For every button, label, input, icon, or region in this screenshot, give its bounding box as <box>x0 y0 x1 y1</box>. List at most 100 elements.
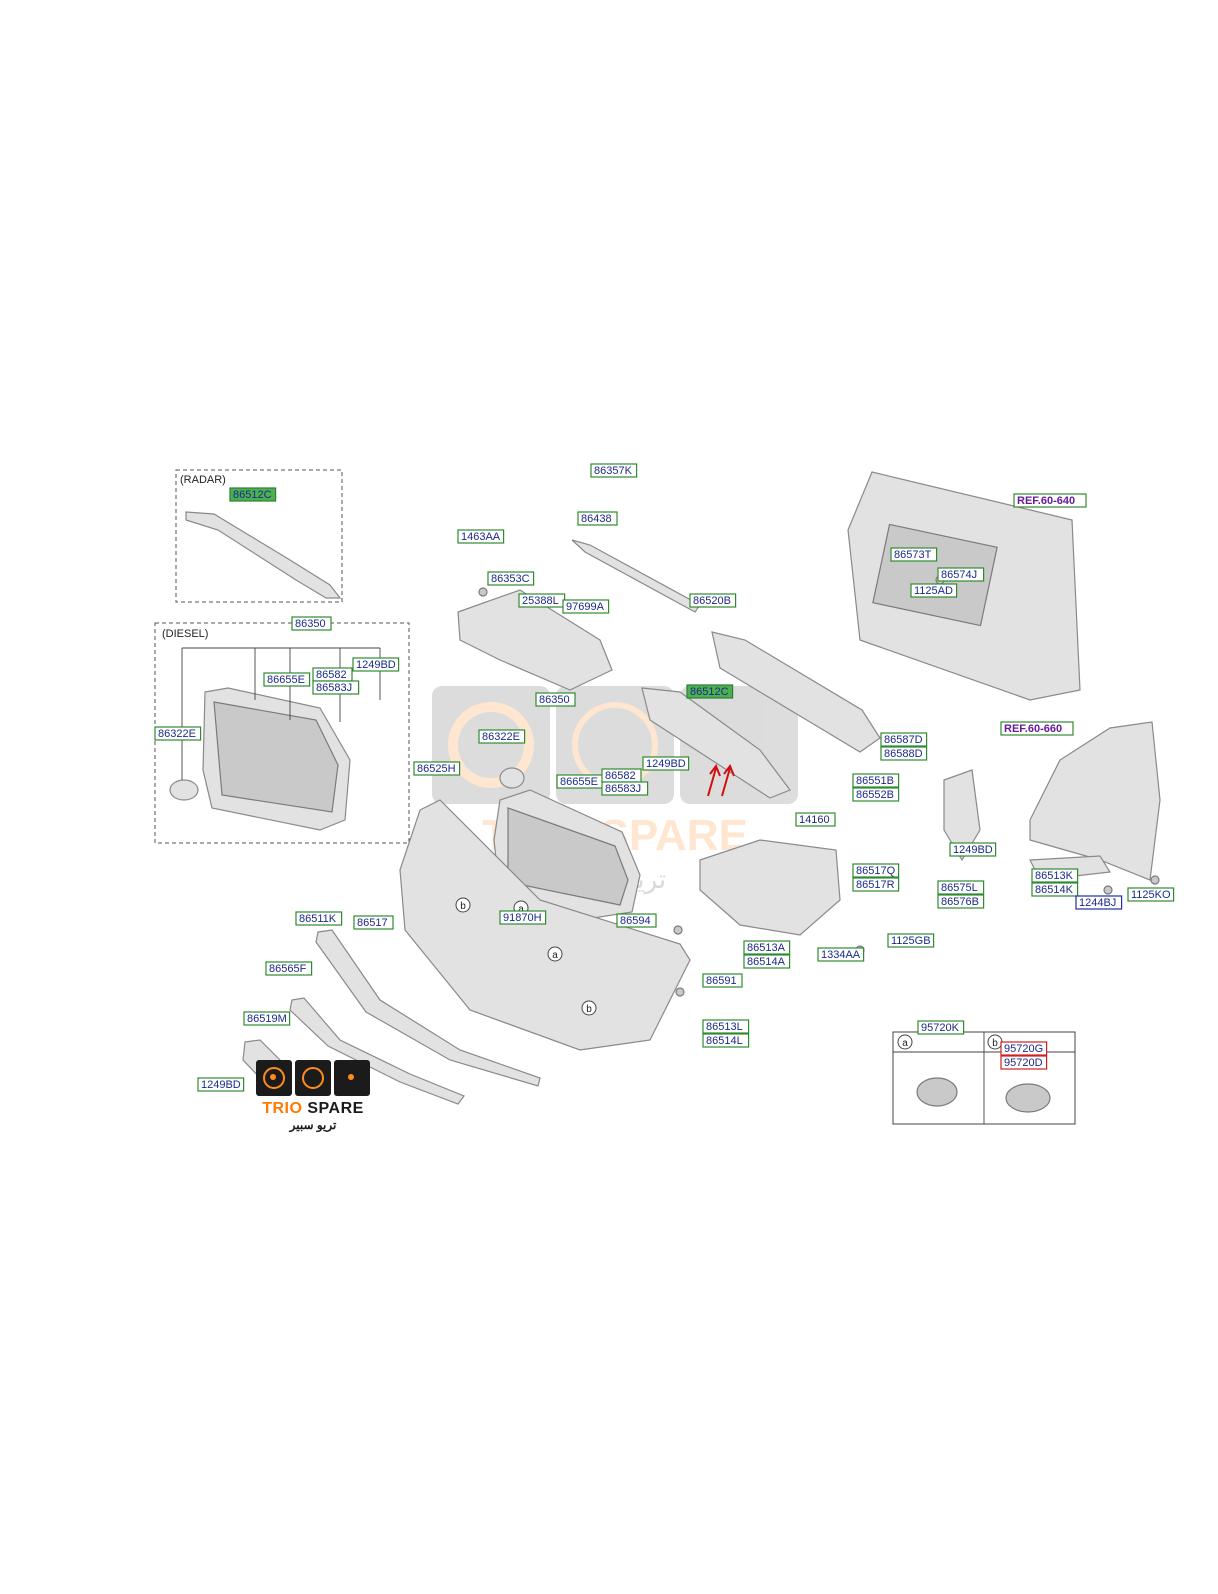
part-label-1334aa[interactable]: 1334AA <box>817 947 865 962</box>
part-label-box <box>577 511 618 526</box>
part-number: 95720D <box>1004 1057 1043 1069</box>
seal-strip <box>571 539 701 613</box>
part-label-box <box>880 746 928 761</box>
part-number: 95720G <box>1004 1043 1043 1055</box>
part-label-box <box>413 761 461 776</box>
svg-text:b: b <box>460 901 466 912</box>
part-label-box <box>1127 887 1175 902</box>
bumper-fascia <box>399 799 691 1051</box>
part-label-1125gb[interactable]: 1125GB <box>887 933 935 948</box>
part-number: 1125AD <box>914 585 953 597</box>
part-label-box <box>890 547 938 562</box>
part-label-box <box>562 599 610 614</box>
part-label-1249bd[interactable]: 1249BD <box>642 756 690 771</box>
part-label-box <box>457 529 505 544</box>
skid-plate <box>289 997 465 1105</box>
part-number: 86513A <box>747 942 786 954</box>
svg-text:a: a <box>552 950 558 961</box>
part-number: 86525H <box>417 763 456 775</box>
part-label-1463aa[interactable]: 1463AA <box>457 529 505 544</box>
part-label-86583j_diesel[interactable]: 86583J <box>312 680 360 695</box>
logo-tile-gauge-icon <box>295 1060 331 1096</box>
part-label-1125ko[interactable]: 1125KO <box>1127 887 1175 902</box>
part-label-86511k[interactable]: 86511K <box>295 911 343 926</box>
part-label-box <box>910 583 958 598</box>
part-label-86350[interactable]: 86350 <box>535 692 576 707</box>
part-label-86576b[interactable]: 86576B <box>937 894 985 909</box>
part-number: 86514K <box>1035 884 1074 896</box>
part-label-97699a[interactable]: 97699A <box>562 599 610 614</box>
part-label-1249bd_r[interactable]: 1249BD <box>949 842 997 857</box>
part-label-86575l[interactable]: 86575L <box>937 880 985 895</box>
part-label-86513k[interactable]: 86513K <box>1031 868 1079 883</box>
part-number: REF.60-640 <box>1017 495 1075 507</box>
part-number: 86575L <box>941 882 978 894</box>
part-label-box <box>487 571 535 586</box>
part-number: 86519M <box>247 1013 287 1025</box>
tag-a-2 <box>547 946 563 962</box>
part-label-box <box>1000 1041 1048 1056</box>
part-label-86574j[interactable]: 86574J <box>937 567 985 582</box>
part-number: 86511K <box>299 913 337 925</box>
part-label-95720g[interactable]: 95720G <box>1000 1041 1048 1056</box>
part-label-box <box>887 933 935 948</box>
part-label-1249bd_bl[interactable]: 1249BD <box>197 1077 245 1092</box>
part-label-86519m[interactable]: 86519M <box>243 1011 291 1026</box>
part-label-86587d[interactable]: 86587D <box>880 732 928 747</box>
part-label-1249bd_diesel[interactable]: 1249BD <box>352 657 400 672</box>
part-label-86322e[interactable]: 86322E <box>478 729 526 744</box>
part-label-86517[interactable]: 86517 <box>353 915 394 930</box>
clip-1463aa <box>478 587 488 597</box>
center-bracket <box>641 687 791 799</box>
part-label-86565f[interactable]: 86565F <box>265 961 313 976</box>
part-label-86512c_radar[interactable]: 86512C <box>229 487 277 502</box>
part-label-86582[interactable]: 86582 <box>601 768 642 783</box>
part-number: 86353C <box>491 573 530 585</box>
logo-tile-speaker-icon <box>256 1060 292 1096</box>
part-label-86512c[interactable]: 86512C <box>686 684 734 699</box>
part-number: 86350 <box>295 618 326 630</box>
part-label-86350_diesel[interactable]: 86350 <box>291 616 332 631</box>
main-emblem <box>499 767 525 789</box>
part-label-1125ad[interactable]: 1125AD <box>910 583 958 598</box>
part-label-86322e_diesel[interactable]: 86322E <box>154 726 202 741</box>
part-label-86582_diesel[interactable]: 86582 <box>312 667 353 682</box>
part-label-86438[interactable]: 86438 <box>577 511 618 526</box>
part-label-86551b[interactable]: 86551B <box>852 773 900 788</box>
part-label-95720k[interactable]: 95720K <box>917 1020 965 1035</box>
part-label-86517r[interactable]: 86517R <box>852 877 900 892</box>
part-number: 97699A <box>566 601 605 613</box>
part-label-86525h[interactable]: 86525H <box>413 761 461 776</box>
part-number: 1125KO <box>1131 889 1171 901</box>
part-label-box <box>795 812 836 827</box>
part-label-86552b[interactable]: 86552B <box>852 787 900 802</box>
part-label-86513a[interactable]: 86513A <box>743 940 791 955</box>
part-label-86517q[interactable]: 86517Q <box>852 863 900 878</box>
part-label-box <box>229 487 277 502</box>
part-label-86573t[interactable]: 86573T <box>890 547 938 562</box>
part-label-86594[interactable]: 86594 <box>616 913 657 928</box>
part-label-86514k[interactable]: 86514K <box>1031 882 1079 897</box>
part-number: 86573T <box>894 549 932 561</box>
part-label-91870h[interactable]: 91870H <box>499 910 547 925</box>
part-label-86520b[interactable]: 86520B <box>689 593 737 608</box>
part-label-86583j[interactable]: 86583J <box>601 781 649 796</box>
part-label-86357k[interactable]: 86357K <box>590 463 638 478</box>
part-label-ref60660[interactable]: REF.60-660 <box>1000 721 1074 736</box>
part-label-86514a[interactable]: 86514A <box>743 954 791 969</box>
part-label-ref60640[interactable]: REF.60-640 <box>1013 493 1087 508</box>
part-label-86514l[interactable]: 86514L <box>702 1033 750 1048</box>
part-label-25388l[interactable]: 25388L <box>518 593 566 608</box>
part-label-86655e[interactable]: 86655E <box>556 774 604 789</box>
part-label-86588d[interactable]: 86588D <box>880 746 928 761</box>
part-number: 1249BD <box>646 758 686 770</box>
part-number: 86565F <box>269 963 307 975</box>
part-label-box <box>686 684 734 699</box>
part-label-14160[interactable]: 14160 <box>795 812 836 827</box>
part-label-95720d[interactable]: 95720D <box>1000 1055 1048 1070</box>
part-label-86591[interactable]: 86591 <box>702 973 743 988</box>
part-label-86655e_diesel[interactable]: 86655E <box>263 672 311 687</box>
part-label-86513l[interactable]: 86513L <box>702 1019 750 1034</box>
part-label-86353c[interactable]: 86353C <box>487 571 535 586</box>
part-label-1244bj[interactable]: 1244BJ <box>1075 895 1123 910</box>
